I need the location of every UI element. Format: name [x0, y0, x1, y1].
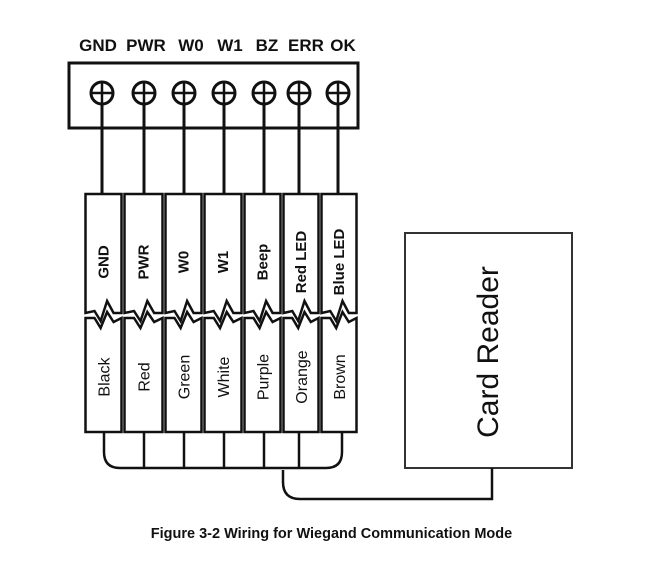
strip-signal-label: PWR	[136, 244, 153, 279]
terminal-screws	[89, 80, 351, 106]
terminal-labels: GND PWR W0 W1 BZ ERR OK	[79, 36, 356, 55]
strip-signal-label: W0	[176, 251, 193, 274]
connector-strip: Red LED Orange	[282, 192, 320, 434]
card-reader-label: Card Reader	[472, 266, 505, 438]
strip-signal-label: Beep	[255, 244, 272, 281]
strip-wire-color-label: Orange	[294, 350, 311, 403]
terminal-block	[67, 61, 360, 130]
strip-wire-color-label: Red	[137, 362, 154, 391]
figure-caption: Figure 3-2 Wiring for Wiegand Communicat…	[150, 526, 513, 542]
terminal-label-pwr: PWR	[126, 36, 166, 55]
terminal-label-w1: W1	[217, 36, 243, 55]
terminal-wires	[100, 104, 340, 194]
strip-wire-color-label: White	[216, 356, 233, 397]
screw-terminal-icon	[131, 80, 157, 106]
terminal-label-ok: OK	[330, 36, 356, 55]
screw-terminal-icon	[286, 80, 312, 106]
terminal-label-bz: BZ	[256, 36, 279, 55]
strip-signal-label: GND	[96, 245, 113, 279]
connector-strips: GNDBlackPWRRedW0GreenW1WhiteBeepPurpleRe…	[84, 192, 358, 434]
screw-terminal-icon	[251, 80, 277, 106]
connector-strip: PWR Red	[123, 192, 164, 434]
connector-strip: GND Black	[84, 192, 123, 434]
reader-cable	[281, 468, 494, 501]
screw-terminal-icon	[325, 80, 351, 106]
screw-terminal-icon	[171, 80, 197, 106]
strip-signal-label: W1	[215, 251, 232, 274]
strip-signal-label: Red LED	[293, 231, 310, 294]
connector-strip: Blue LED Brown	[320, 192, 358, 434]
screw-terminal-icon	[211, 80, 237, 106]
strip-wire-color-label: Brown	[332, 354, 349, 399]
strip-signal-label: Blue LED	[331, 229, 348, 296]
wire-bundle	[102, 432, 344, 470]
terminal-label-w0: W0	[178, 36, 204, 55]
terminal-label-gnd: GND	[79, 36, 117, 55]
screw-terminal-icon	[89, 80, 115, 106]
card-reader-box	[404, 232, 573, 469]
terminal-label-err: ERR	[288, 36, 324, 55]
strip-wire-color-label: Green	[177, 355, 194, 399]
strip-wire-color-label: Black	[97, 356, 114, 396]
strip-wire-color-label: Purple	[256, 354, 273, 400]
